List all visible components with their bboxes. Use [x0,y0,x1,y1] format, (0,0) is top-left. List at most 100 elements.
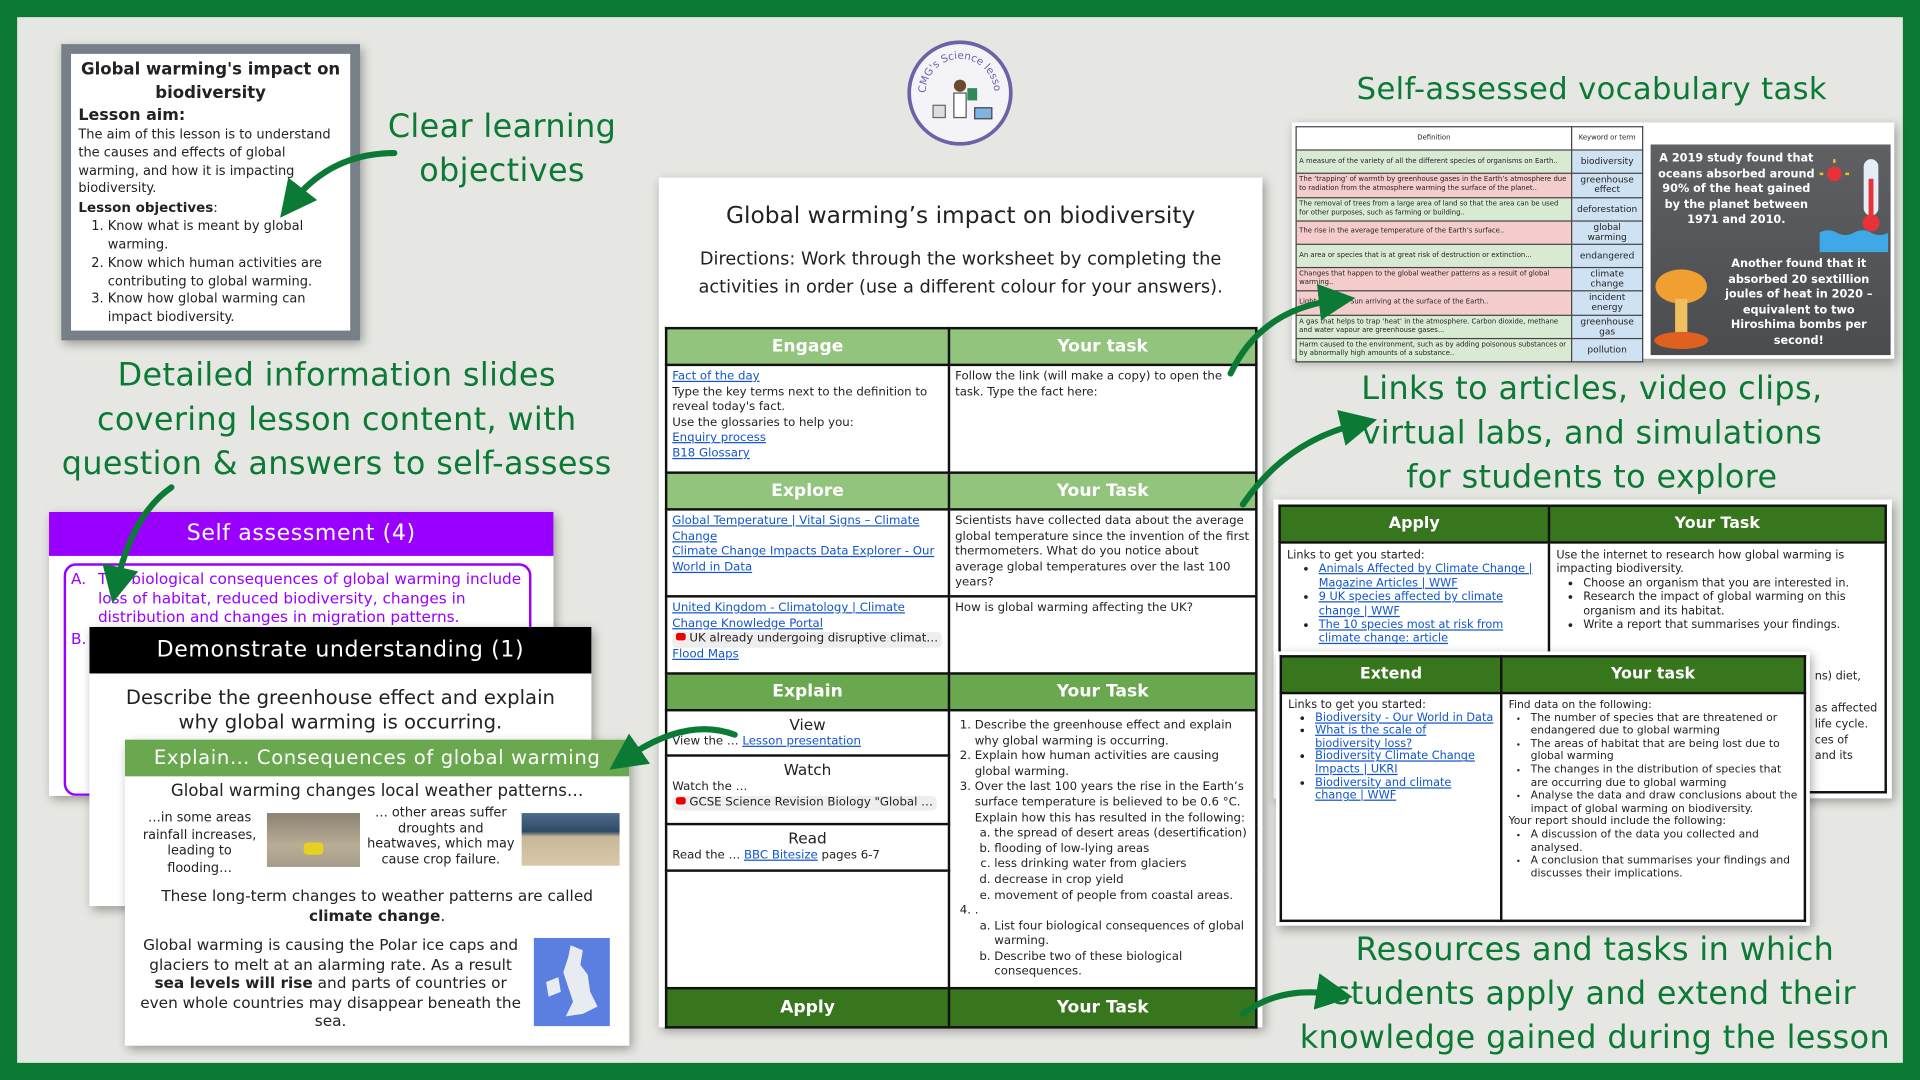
vital-signs-link[interactable]: Global Temperature | Vital Signs – Clima… [672,514,920,544]
video-chip[interactable]: GCSE Science Revision Biology "Global … [672,795,937,811]
vocab-row: Harm caused to the environment, such as … [1295,337,1644,363]
term-cell[interactable]: global warming [1571,220,1644,245]
callout-objectives: Clear learning objectives [367,105,636,193]
vocab-row: A measure of the variety of all the diff… [1295,149,1644,175]
article-link[interactable]: Biodiversity Climate Change Impacts | UK… [1315,749,1475,777]
climatology-link[interactable]: United Kingdom - Climatology | Climate C… [672,601,905,631]
term-cell[interactable]: greenhouse gas [1571,314,1644,339]
text: pages 6-7 [817,848,880,863]
term-cell[interactable]: deforestation [1571,196,1644,222]
objectives-heading-text: Lesson objectives [78,199,214,216]
lesson-presentation-link[interactable]: Lesson presentation [742,734,861,749]
objectives-slide: Global warming's impact on biodiversity … [61,44,361,341]
youtube-icon [675,796,686,804]
slide-header: Explain… Consequences of global warming [124,739,630,777]
column-header: Definition [1295,126,1573,151]
vocab-row: Light from the Sun arriving at the surfa… [1295,290,1644,316]
raft-shape [303,842,324,855]
answer-box: A. The biological consequences of global… [63,563,532,796]
data-explorer-link[interactable]: Climate Change Impacts Data Explorer - O… [672,545,935,575]
objective-item: Know how global warming can impact biodi… [108,291,343,327]
text: ces of [1814,733,1849,747]
fact-of-day-link[interactable]: Fact of the day [672,369,760,384]
video-chip[interactable]: UK already undergoing disruptive climat… [672,632,942,648]
term-cell[interactable]: pollution [1571,337,1644,363]
explore-task: Scientists have collected data about the… [947,508,1258,598]
term-cell[interactable]: greenhouse effect [1571,173,1644,198]
article-link[interactable]: 9 UK species affected by climate change … [1318,590,1504,618]
explain-tasks: Describe the greenhouse effect and expla… [947,708,1258,990]
callout-line: students apply and extend their [1333,975,1856,1013]
task-item: The number of species that are threatene… [1531,712,1798,738]
term-cell[interactable]: biodiversity [1571,149,1644,175]
flood-maps-link[interactable]: Flood Maps [672,647,739,661]
vocab-row: A gas that helps to trap ‘heat’ in the a… [1295,314,1644,339]
youtube-icon [675,633,686,641]
callout-line: Links to articles, video clips, [1361,371,1823,408]
text-run: These long-term changes to weather patte… [161,886,593,905]
text-run: . [440,906,446,925]
view-title: View [789,715,826,734]
subtask: movement of people from coastal areas. [994,888,1250,903]
task-item: The changes in the distribution of speci… [1531,764,1798,790]
task-item: Describe the greenhouse effect and expla… [975,719,1251,750]
watch-title: Watch [783,760,832,779]
extend-task: Find data on the following: The number o… [1500,691,1807,923]
definition-cell: An area or species that is at great risk… [1295,243,1573,269]
callout-links: Links to articles, video clips, virtual … [1335,367,1849,499]
slide-header: Self assessment (4) [48,511,554,556]
video-title: UK already undergoing disruptive climat… [689,632,939,646]
article-link[interactable]: The 10 species most at risk from climate… [1318,618,1504,646]
text: Find data on the following: [1508,699,1652,712]
subtask: the spread of desert areas (desertificat… [994,827,1250,842]
term-cell[interactable]: endangered [1571,243,1644,269]
term-cell[interactable]: climate change [1571,267,1644,292]
callout-line: question & answers to self-assess [61,445,612,483]
explore-resources: Global Temperature | Vital Signs – Clima… [664,508,951,598]
explain-header: Explain [664,672,951,712]
definition-cell: The rise in the average temperature of t… [1295,220,1573,245]
article-link[interactable]: Animals Affected by Climate Change | Mag… [1318,562,1533,590]
extend-header: Extend [1279,655,1503,695]
slide-line: Global warming changes local weather pat… [170,781,584,801]
scientist-logo-icon: CMG's Science lessons [908,35,1003,120]
worksheet-directions: Directions: Work through the worksheet b… [698,249,1223,298]
climate-change-text: These long-term changes to weather patte… [137,887,617,926]
apply-header: Apply [664,986,951,1029]
definition-cell: Light from the Sun arriving at the surfa… [1295,290,1573,316]
definition-cell: The ‘trapping’ of warmth by greenhouse g… [1295,173,1573,198]
task-item: . List four biological consequences of g… [975,904,1251,981]
bbc-bitesize-link[interactable]: BBC Bitesize [743,848,818,863]
callout-resources: Resources and tasks in which students ap… [1298,928,1892,1060]
task-item: The areas of habitat that are being lost… [1531,738,1798,764]
objective-item: Know which human activities are contribu… [108,254,343,290]
task-header: Your Task [947,471,1258,511]
task-item: A conclusion that summarises your findin… [1531,855,1798,881]
bold-term: climate change [308,906,441,925]
objectives-title: Global warming's impact on biodiversity [81,60,341,103]
article-link[interactable]: Biodiversity - Our World in Data [1315,710,1494,725]
callout-slides: Detailed information slides covering les… [37,354,637,486]
answer-label: A. [71,569,87,588]
explosion-icon [1654,269,1709,349]
slide-header: Demonstrate understanding (1) [89,626,592,674]
video-title: GCSE Science Revision Biology "Global … [689,795,933,809]
read-title: Read [788,828,827,848]
glossary-link[interactable]: B18 Glossary [672,446,750,461]
enquiry-process-link[interactable]: Enquiry process [672,431,766,445]
slide-text: Describe the greenhouse effect and expla… [125,685,555,734]
subtask: flooding of low-lying areas [994,842,1250,857]
fact-text: Another found that it absorbed 20 sextil… [1725,257,1873,348]
callout-line: virtual labs, and simulations [1361,415,1823,452]
article-link[interactable]: Biodiversity and climate change | WWF [1315,775,1452,803]
task-header: Your Task [947,986,1258,1029]
task-item: Analyse the data and draw conclusions ab… [1531,790,1798,816]
article-link[interactable]: What is the scale of biodiversity loss? [1315,723,1427,751]
term-cell[interactable]: incident energy [1571,290,1644,316]
vocab-row: An area or species that is at great risk… [1295,243,1644,269]
text: Read the … [672,848,744,863]
text-run: and parts of countries or even whole cou… [140,973,522,1030]
task-header: Your Task [1547,504,1887,544]
